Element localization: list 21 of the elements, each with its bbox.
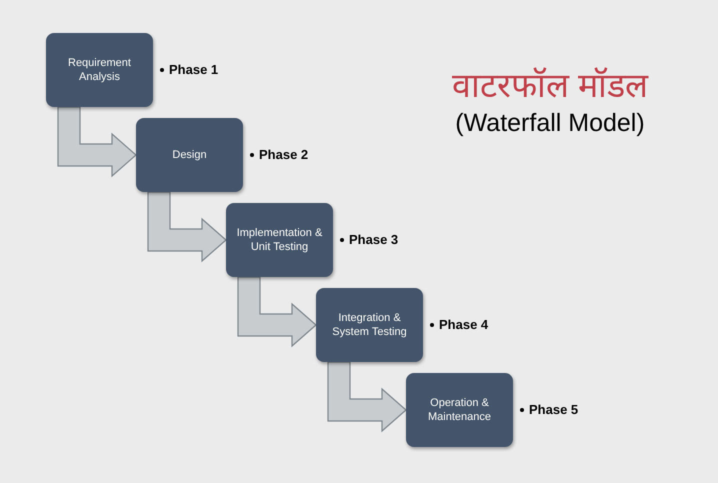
phase-name: Requirement Analysis [67,56,132,84]
bent-arrow [147,191,227,262]
phase-box [226,203,333,277]
bent-arrow [237,276,317,348]
phase-box [46,33,153,107]
phase-label: Phase 3 [349,231,398,249]
title: वाटरफॉल मॉडल [452,66,648,107]
phase-box [316,288,423,362]
phase-name: Operation & Maintenance [427,396,492,424]
bent-arrow [57,106,137,178]
phase-name: Design [172,148,207,162]
phase-label: Phase 1 [169,61,218,79]
phase-label: Phase 2 [259,146,308,164]
phase-name: Integration & System Testing [331,311,408,339]
bent-arrow [327,361,407,432]
phase-box [136,118,243,192]
subtitle: (Waterfall Model) [455,108,645,138]
phase-label: Phase 4 [439,316,488,334]
phase-label: Phase 5 [529,401,578,419]
phase-name: Implementation & Unit Testing [236,226,324,254]
phase-box [406,373,513,447]
